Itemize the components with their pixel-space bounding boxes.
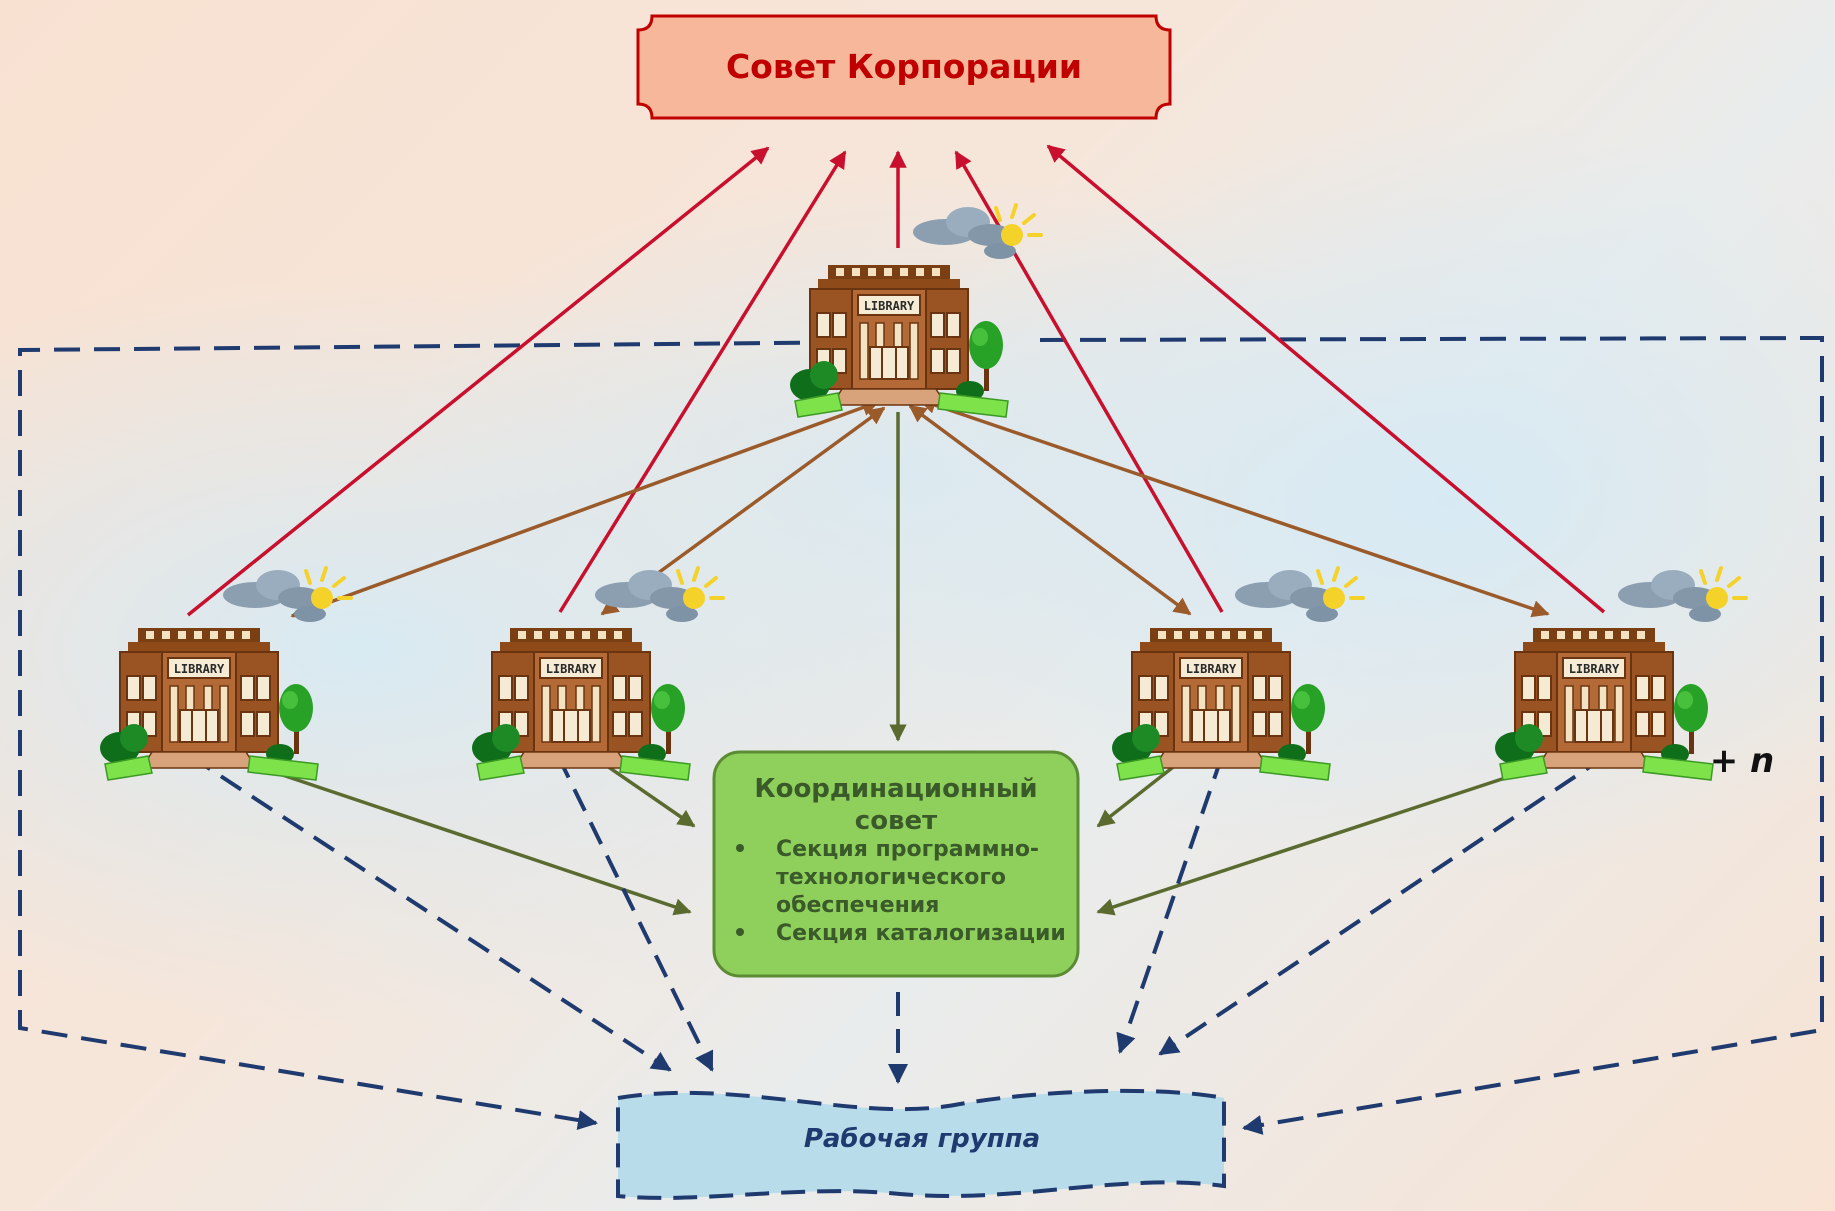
dashed-lib3-to-workgroup xyxy=(1116,755,1224,1054)
arrow-lib4-to-council xyxy=(1046,144,1606,614)
working-group-title: Рабочая группа xyxy=(804,1124,1040,1154)
arrow-lib4-to-coord xyxy=(1096,754,1573,916)
coordination-title-line2: совет xyxy=(855,806,937,836)
arrow-lib1-to-coord xyxy=(225,754,692,916)
library-2 xyxy=(470,566,725,782)
coordination-section1-line3: обеспечения xyxy=(776,893,939,918)
dashed-lib4-to-workgroup xyxy=(1158,754,1608,1056)
arrow-lib1-to-council xyxy=(186,146,770,617)
coordination-title-line1: Координационный xyxy=(754,774,1037,804)
coordination-section1-line2: технологического xyxy=(776,865,1006,890)
dashed-line-right-loop xyxy=(1039,335,1824,1135)
arrow-center-lib3 xyxy=(908,404,1192,616)
arrow-center-lib1 xyxy=(290,399,880,619)
council-shape xyxy=(636,14,1172,120)
working-group-box: Рабочая группа xyxy=(616,1088,1226,1200)
working-group-shape xyxy=(616,1088,1226,1200)
dashed-outer-loop xyxy=(18,335,1824,1135)
bullet-dot xyxy=(736,928,744,936)
more-libraries-label: + n xyxy=(1710,741,1775,781)
council-title: Совет Корпорации xyxy=(726,47,1082,86)
library-3 xyxy=(1110,566,1365,782)
dashed-lib1-to-workgroup xyxy=(188,754,672,1072)
brown-arrows xyxy=(290,396,1550,619)
arrow-lib3-to-council xyxy=(954,150,1224,613)
bullet-dot xyxy=(736,844,744,852)
arrow-center-lib4 xyxy=(918,396,1550,618)
coordination-section1-line1: Секция программно- xyxy=(776,837,1039,862)
coordination-section2: Секция каталогизации xyxy=(776,921,1066,946)
blue-dashed-arrows xyxy=(188,754,1608,1084)
library-4 xyxy=(1493,566,1748,782)
library-center xyxy=(788,203,1043,419)
coordination-council-box: Координационный совет Секция программно-… xyxy=(712,750,1080,978)
dashed-lib2-to-workgroup xyxy=(556,755,714,1072)
library-1 xyxy=(98,566,353,782)
council-box: Совет Корпорации xyxy=(636,14,1172,120)
